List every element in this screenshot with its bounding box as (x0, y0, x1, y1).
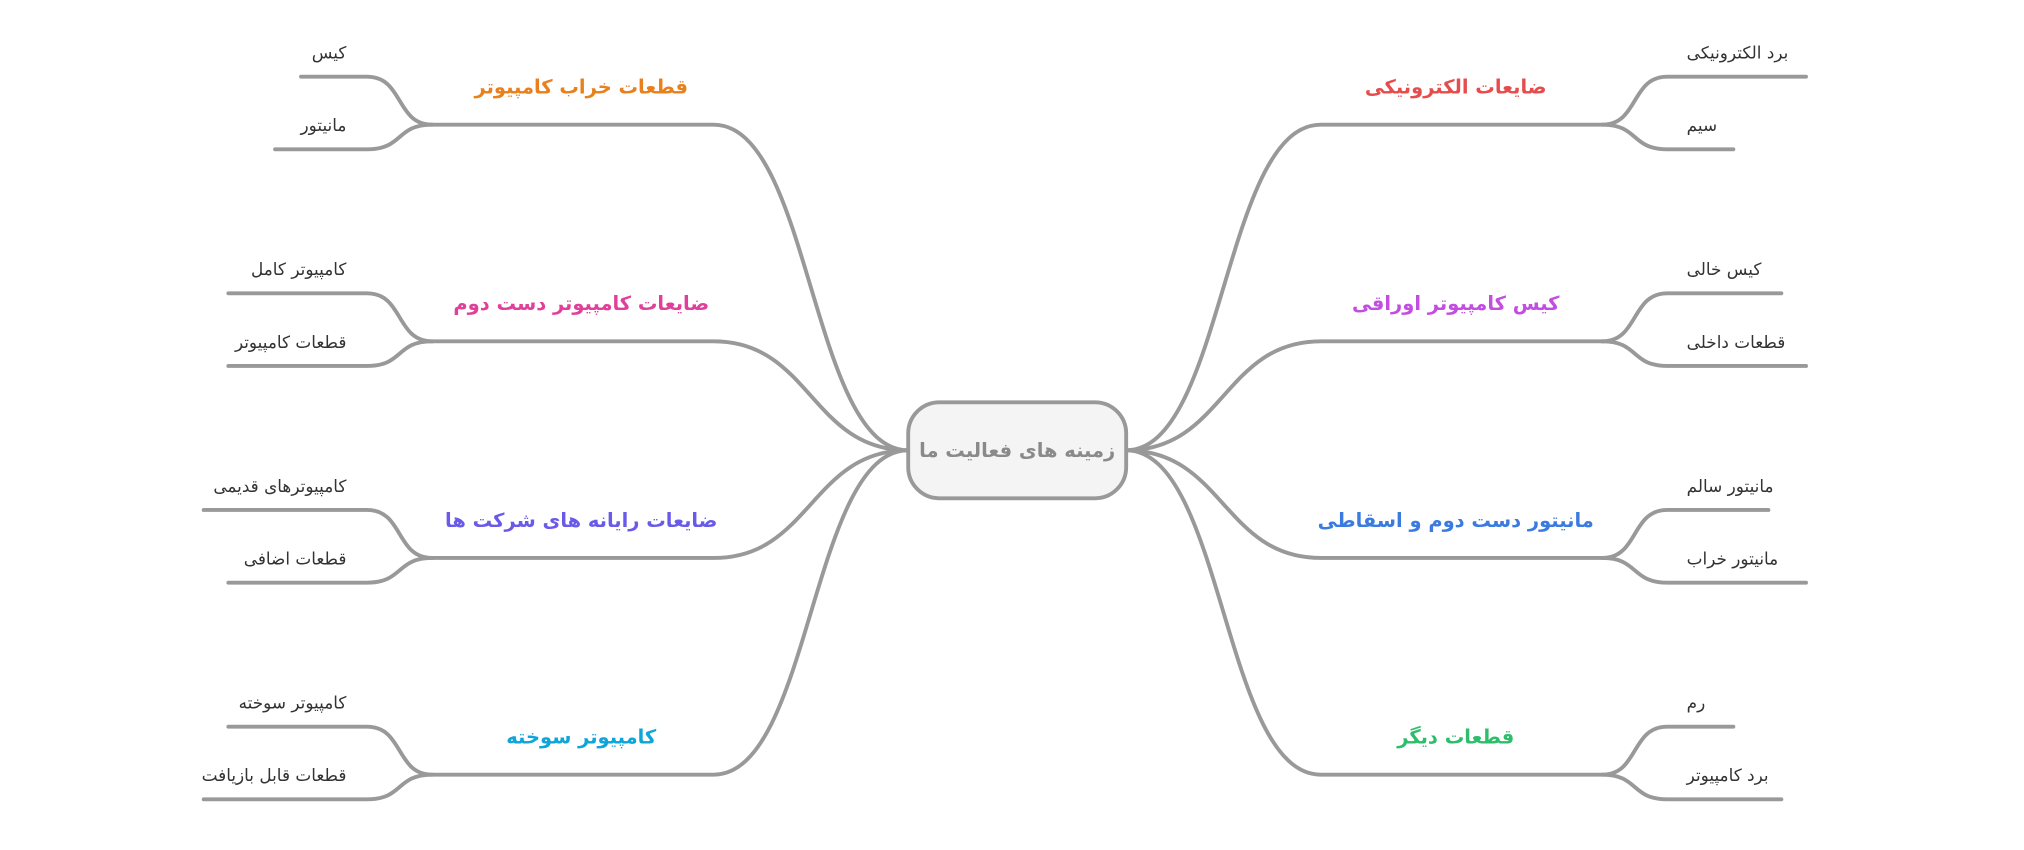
leaf-label[interactable]: کیس (312, 42, 348, 62)
leaf-label[interactable]: رم (1687, 692, 1706, 712)
leaf-connector (226, 724, 434, 777)
branch-connector (1124, 339, 1605, 453)
leaf-label[interactable]: قطعات داخلی (1687, 332, 1786, 352)
branch-label[interactable]: کامپیوتر سوخته (506, 726, 657, 749)
branch-label[interactable]: مانیتور دست دوم و اسقاطی (1318, 509, 1594, 532)
leaf-label[interactable]: سیم (1687, 115, 1717, 136)
branch-label[interactable]: قطعات خراب کامپیوتر (473, 76, 688, 99)
branch-label[interactable]: ضایعات کامپیوتر دست دوم (453, 292, 709, 315)
leaf-connector (299, 74, 434, 127)
leaf-connector (1600, 74, 1808, 127)
leaf-connector (1600, 291, 1784, 344)
branch-label[interactable]: ضایعات رایانه های شرکت ها (445, 509, 717, 532)
leaf-connector (273, 122, 434, 152)
leaf-label[interactable]: قطعات کامپیوتر (234, 332, 346, 353)
leaf-label[interactable]: کامپیوتر سوخته (239, 692, 348, 713)
branch-connector (430, 339, 911, 453)
leaf-connector (1600, 724, 1736, 777)
branch-connector (430, 448, 911, 560)
leaf-connector (226, 339, 434, 368)
leaf-connector (226, 291, 434, 344)
leaf-label[interactable]: کامپیوترهای قدیمی (213, 476, 347, 497)
branch-connector (1124, 122, 1605, 453)
leaf-connector (1600, 339, 1808, 368)
leaf-label[interactable]: قطعات قابل بازیافت (202, 765, 347, 785)
leaf-label[interactable]: برد الکترونیکی (1687, 42, 1789, 62)
leaf-label[interactable]: مانیتور (300, 115, 347, 135)
root-node[interactable]: زمینه های فعالیت ما (906, 400, 1129, 501)
leaf-connector (1600, 508, 1771, 560)
root-label: زمینه های فعالیت ما (919, 439, 1115, 462)
branch-connector (1124, 448, 1605, 777)
leaf-label[interactable]: مانیتور سالم (1687, 476, 1774, 497)
leaf-label[interactable]: برد کامپیوتر (1686, 765, 1769, 786)
branch-connector (430, 122, 911, 453)
branch-connector (1124, 448, 1605, 560)
leaf-connector (201, 772, 434, 802)
leaf-label[interactable]: مانیتور خراب (1687, 548, 1779, 568)
leaf-label[interactable]: کامپیوتر کامل (251, 259, 347, 280)
leaf-connector (201, 508, 434, 560)
nodes: ضایعات الکترونیکی برد الکترونیکی سیم کیس کا… (202, 42, 1789, 786)
leaf-label[interactable]: قطعات اضافی (244, 548, 347, 568)
branch-connector (430, 448, 911, 777)
leaf-label[interactable]: کیس خالی (1687, 259, 1763, 279)
leaf-connector (226, 556, 434, 585)
branch-label[interactable]: کیس کامپیوتر اوراقی (1352, 292, 1560, 315)
leaf-connector (1600, 122, 1736, 152)
branch-label[interactable]: ضایعات الکترونیکی (1365, 76, 1547, 99)
branch-label[interactable]: قطعات دیگر (1396, 726, 1514, 749)
leaf-connector (1600, 772, 1784, 802)
connectors (201, 74, 1808, 802)
leaf-connector (1600, 556, 1808, 585)
